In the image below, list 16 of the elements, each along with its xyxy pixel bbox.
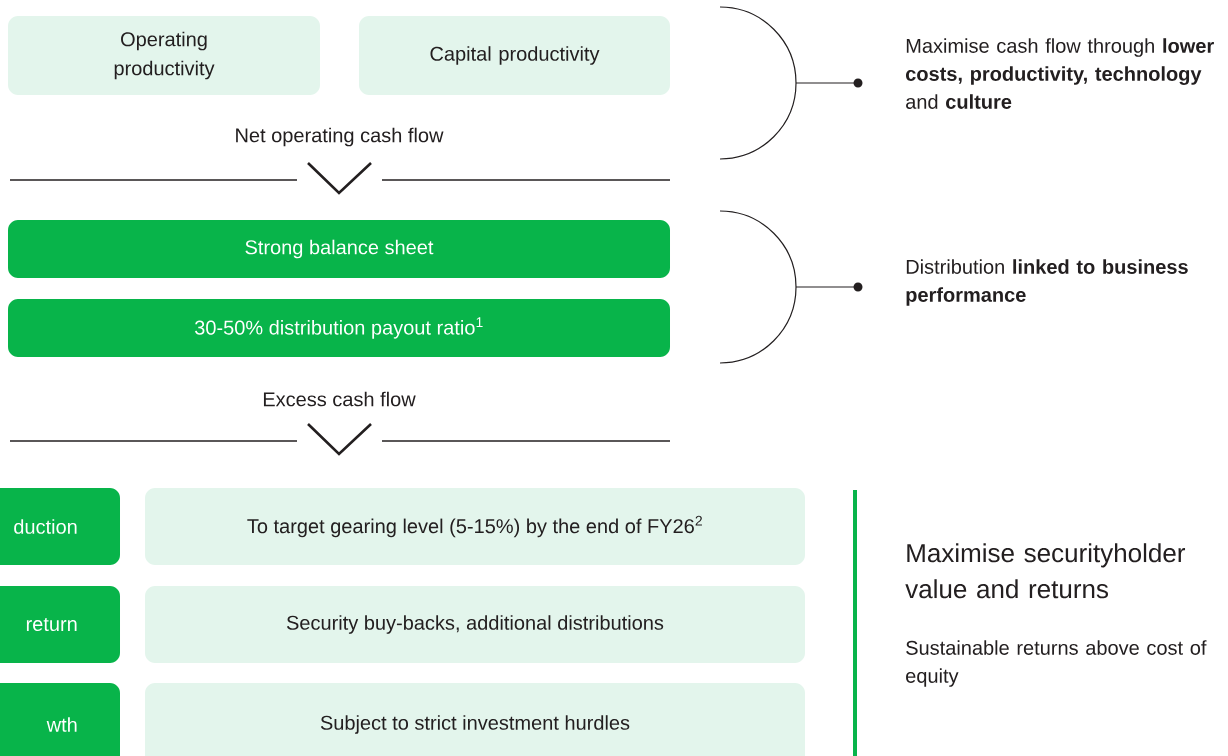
description-text: Maximise cash flow through lower costs, productivity, technology and culture — [906, 38, 1214, 109]
process-box: Strong balance sheet — [8, 220, 670, 278]
description-text: Maximise securityholder value and returns — [905, 543, 1186, 599]
description-text: Sustainable returns above cost of equity — [906, 640, 1207, 687]
process-box: Subject to strict investment hurdles — [145, 683, 805, 756]
process-box: To target gearing level (5-15%) by the end of FY26$^{2}$ — [145, 488, 805, 565]
description-text: Distribution linked to business performance — [906, 259, 1188, 306]
process-box: 30-50% distribution payout ratio$^{1}$ — [8, 299, 670, 357]
process-box: Operating productivity — [8, 16, 320, 95]
process-box: wth — [0, 683, 120, 756]
process-box: Security buy-backs, additional distributions — [145, 586, 805, 663]
process-box: duction — [0, 488, 120, 565]
process-box: return — [0, 586, 120, 663]
flow-label: Excess cash flow — [263, 391, 416, 407]
process-box: Capital productivity — [359, 16, 670, 95]
flow-label: Net operating cash flow — [236, 127, 444, 147]
